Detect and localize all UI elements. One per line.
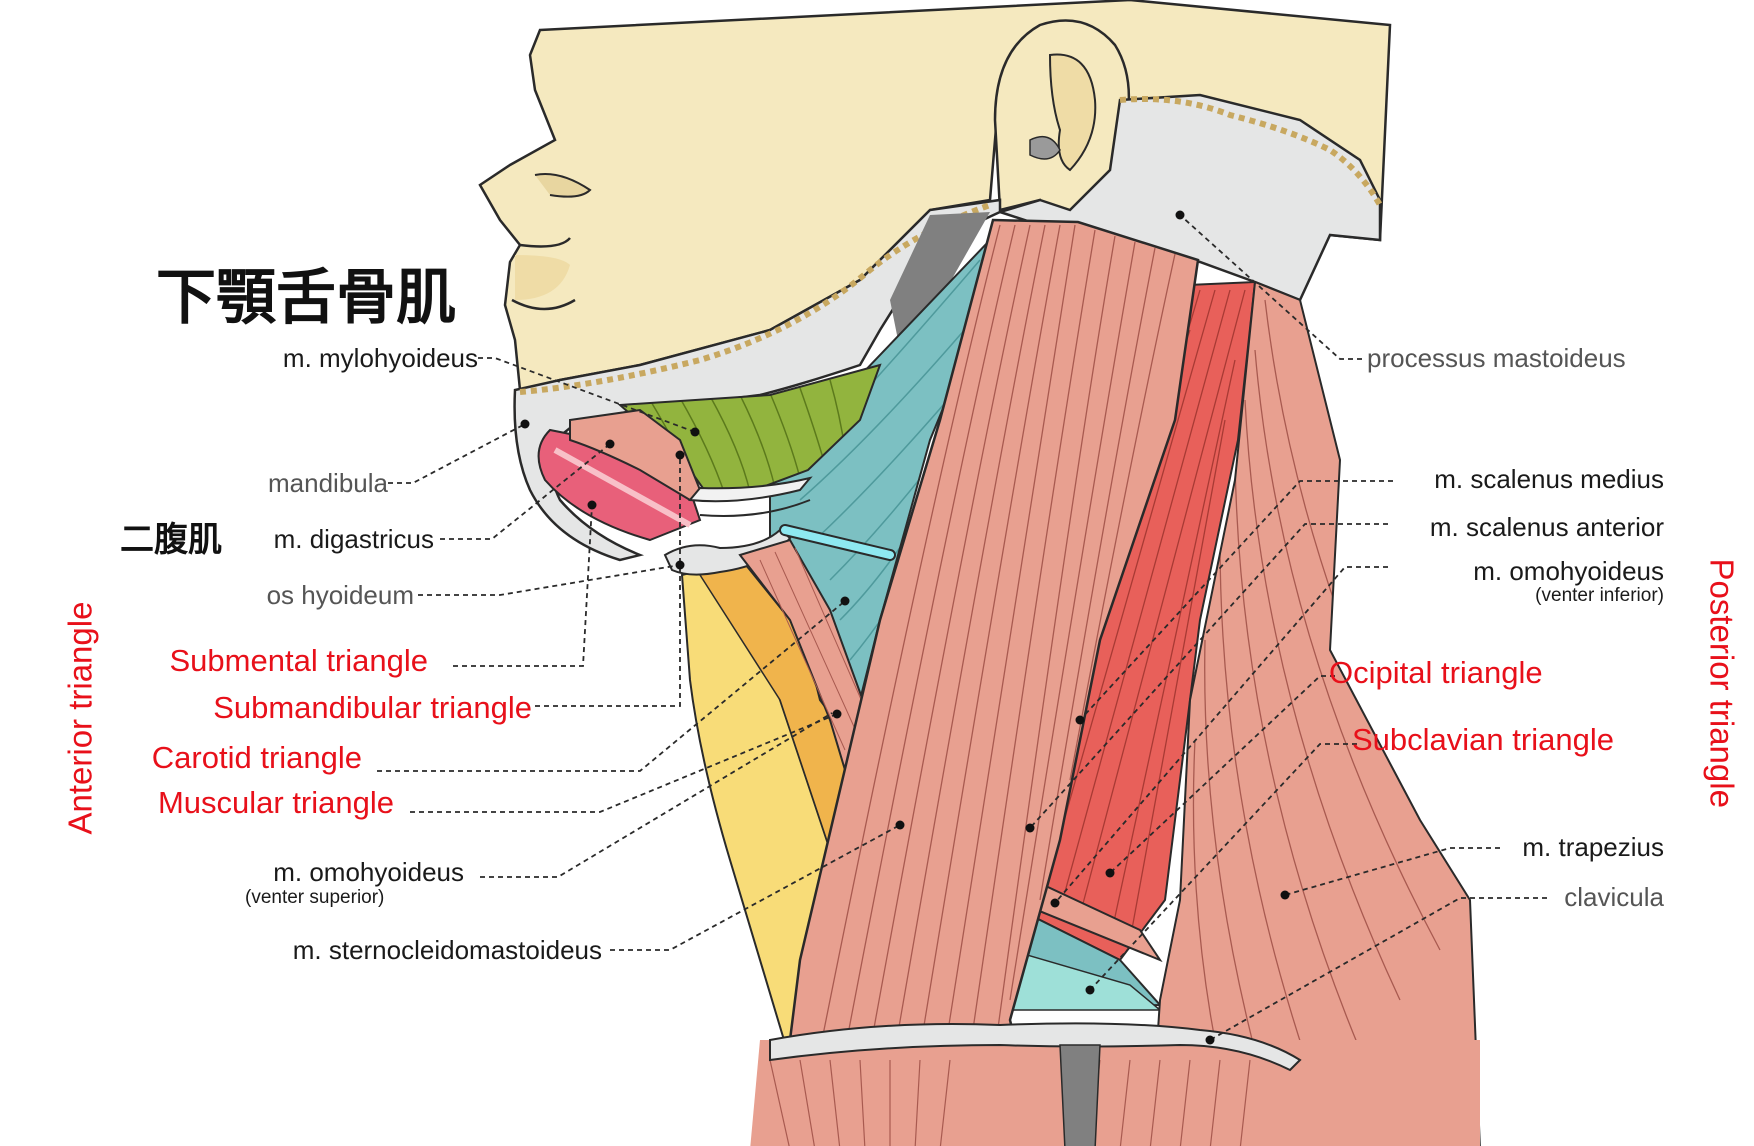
label-subclavian-triangle: Subclavian triangle: [1352, 722, 1614, 757]
label-mandibula: mandibula: [268, 468, 388, 498]
clavicle: [769, 1022, 1302, 1072]
label-carotid-triangle: Carotid triangle: [151, 740, 362, 775]
ear-canal: [1029, 135, 1061, 160]
digastric-upper: [569, 408, 702, 502]
label-sternocleidomastoideus: m. sternocleidomastoideus: [292, 935, 602, 965]
label-mylohyoideus: m. mylohyoideus: [282, 343, 478, 373]
skull-suture: [1119, 96, 1383, 207]
label-scalenus-anterior: m. scalenus anterior: [1429, 512, 1664, 542]
label-ocipital-triangle: Ocipital triangle: [1329, 655, 1543, 690]
label-cjk-digastric: 二腹肌: [120, 520, 222, 560]
label-venter-inferior: (venter inferior): [1535, 585, 1664, 606]
label-os-hyoideum: os hyoideum: [266, 580, 414, 610]
label-anterior-triangle: Anterior triangle: [61, 601, 99, 835]
label-submandibular-triangle: Submandibular triangle: [213, 690, 532, 725]
label-posterior-triangle: Posterior triangle: [1703, 558, 1741, 808]
label-venter-superior: (venter superior): [245, 887, 385, 908]
label-processus-mastoideus: processus mastoideus: [1367, 343, 1626, 373]
label-clavicula: clavicula: [1564, 882, 1664, 912]
nostril: [534, 173, 592, 198]
label-scalenus-medius: m. scalenus medius: [1434, 464, 1664, 494]
label-submental-triangle: Submental triangle: [169, 643, 429, 678]
sternal-notch: [1059, 1044, 1101, 1146]
ear-inner: [1048, 53, 1097, 172]
mouth-lips: [511, 237, 576, 311]
mandible-edge: [519, 202, 992, 395]
mandible: [513, 198, 1002, 562]
hyoid-bone: [663, 528, 792, 576]
label-muscular-triangle: Muscular triangle: [157, 785, 394, 820]
digastric-tendon: [688, 476, 813, 503]
label-omohyoideus-superior: m. omohyoideus: [273, 857, 464, 887]
label-omohyoideus-inferior: m. omohyoideus: [1473, 556, 1664, 586]
lower-lip-shade: [515, 255, 570, 300]
mastoid-region: [995, 93, 1382, 302]
label-cjk-mylohyoid: 下顎舌骨肌: [156, 263, 456, 333]
label-digastricus: m. digastricus: [273, 524, 434, 554]
digastric-tendon-2: [699, 499, 811, 517]
leader-dots: [520, 210, 1290, 1045]
label-trapezius: m. trapezius: [1522, 832, 1664, 862]
mandible-shadow: [890, 212, 990, 350]
